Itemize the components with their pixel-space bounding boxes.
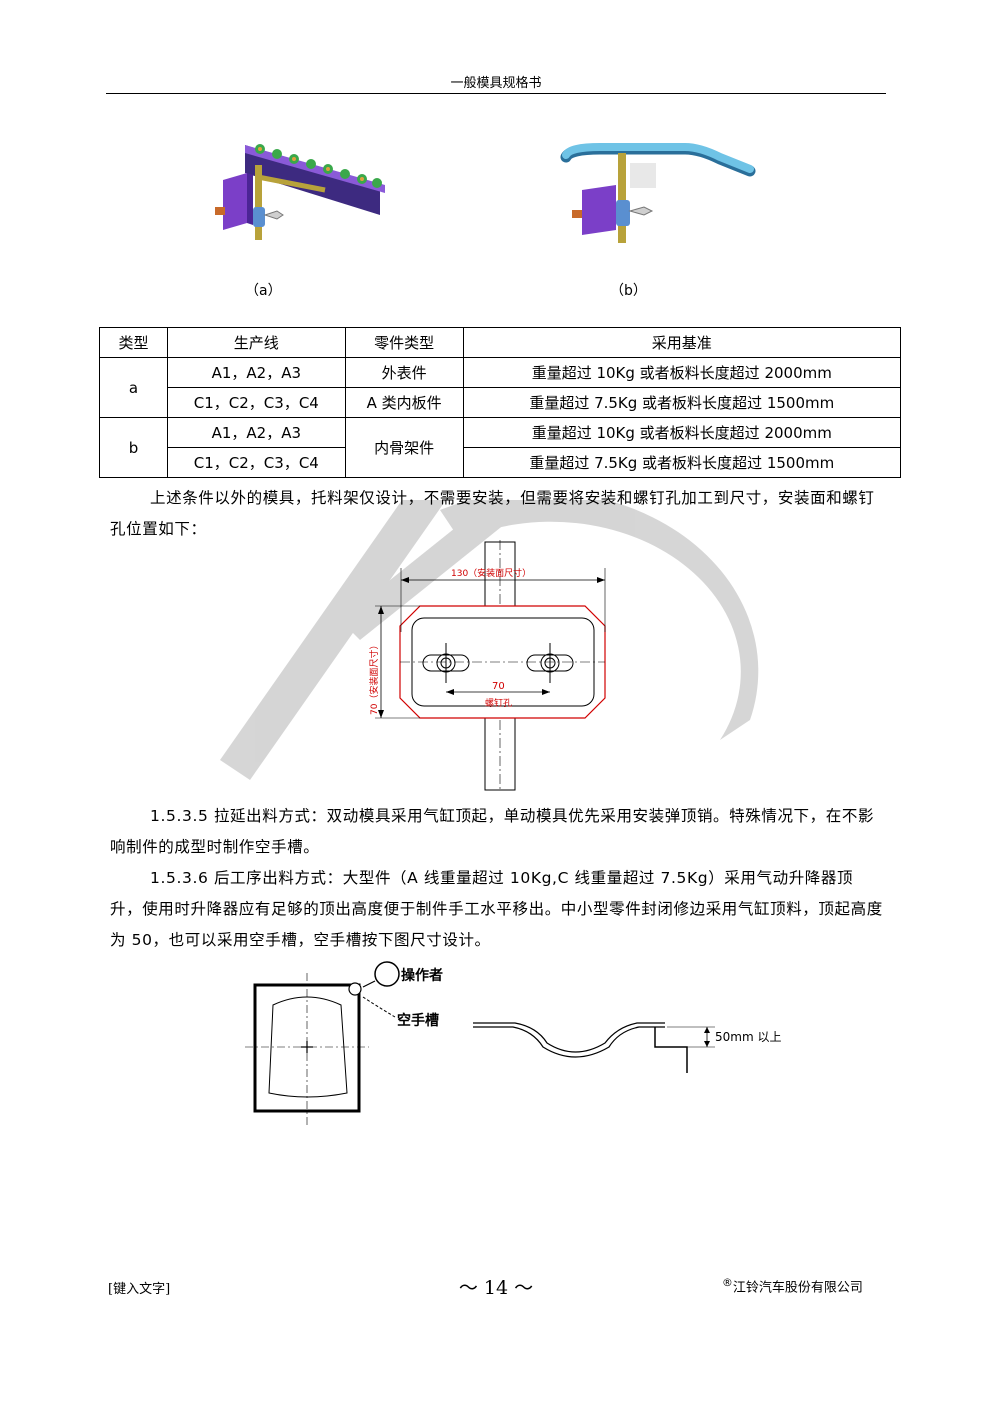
table-header-row: 类型 生产线 零件类型 采用基准 <box>99 327 902 358</box>
basis-cell: 重量超过 10Kg 或者板料长度超过 2000mm <box>462 417 902 448</box>
operator-label: 操作者 <box>401 967 443 984</box>
depth-label: 50mm 以上 <box>715 1030 781 1044</box>
header-rule <box>106 93 886 94</box>
paragraph-1-5-3-5: 1.5.3.5 拉延出料方式：双动模具采用气缸顶起，单动模具优先采用安装弹顶销。… <box>110 807 875 856</box>
line-cell: A1，A2，A3 <box>166 417 346 448</box>
table-row: C1，C2，C3，C4 重量超过 7.5Kg 或者板料长度超过 1500mm <box>100 447 902 478</box>
fixture-b-illustration <box>560 143 756 243</box>
page-header-title: 一般模具规格书 <box>450 76 542 91</box>
width-dimension-label: 130（安装面尺寸） <box>451 567 531 579</box>
registered-mark: ® <box>722 1276 733 1289</box>
table-header-cell: 零件类型 <box>344 327 464 358</box>
table-header-cell: 类型 <box>99 327 168 358</box>
fixture-a-illustration <box>215 144 385 240</box>
benchmark-table: 类型 生产线 零件类型 采用基准 a A1，A2，A3 外表件 重量超过 10K… <box>99 327 902 478</box>
basis-cell: 重量超过 7.5Kg 或者板料长度超过 1500mm <box>462 447 902 478</box>
mounting-face-drawing: 130（安装面尺寸） 70（安装面尺寸） 70 螺钉孔 <box>368 540 606 792</box>
hand-slot-drawing: 操作者 空手槽 50mm 以上 <box>245 961 781 1125</box>
table-row: C1，C2，C3，C4 A 类内板件 重量超过 7.5Kg 或者板料长度超过 1… <box>100 387 902 418</box>
line-cell: C1，C2，C3，C4 <box>166 387 346 418</box>
basis-cell: 重量超过 7.5Kg 或者板料长度超过 1500mm <box>462 387 902 418</box>
table-header-cell: 采用基准 <box>462 327 902 358</box>
height-dimension-label: 70（安装面尺寸） <box>368 641 380 715</box>
part-type-cell: 外表件 <box>344 357 464 388</box>
hole-spacing-label: 70 <box>492 681 505 692</box>
paragraph-mounting: 上述条件以外的模具，托料架仅设计，不需要安装，但需要将安装和螺钉孔加工到尺寸，安… <box>110 489 875 538</box>
footer-company: ®江铃汽车股份有限公司 <box>722 1276 863 1295</box>
type-cell: b <box>99 417 168 478</box>
type-cell: a <box>99 357 168 418</box>
page-number: ～ 14 ～ <box>458 1277 534 1299</box>
part-type-cell: 内骨架件 <box>344 417 464 478</box>
footer-left-text: [键入文字] <box>108 1282 171 1297</box>
slot-label: 空手槽 <box>397 1012 439 1029</box>
line-cell: C1，C2，C3，C4 <box>166 447 346 478</box>
part-type-cell: A 类内板件 <box>344 387 464 418</box>
table-row: a A1，A2，A3 外表件 重量超过 10Kg 或者板料长度超过 2000mm <box>99 357 902 418</box>
paragraph-1-5-3-6: 1.5.3.6 后工序出料方式：大型件（A 线重量超过 10Kg,C 线重量超过… <box>110 869 883 949</box>
table-row: b A1，A2，A3 内骨架件 重量超过 10Kg 或者板料长度超过 2000m… <box>99 417 902 478</box>
hole-label: 螺钉孔 <box>485 698 512 709</box>
company-name: 江铃汽车股份有限公司 <box>732 1280 863 1296</box>
table-header-cell: 生产线 <box>166 327 346 358</box>
figure-caption-a: （a） <box>245 283 282 299</box>
line-cell: A1，A2，A3 <box>166 357 346 388</box>
figure-caption-b: （b） <box>610 283 647 299</box>
basis-cell: 重量超过 10Kg 或者板料长度超过 2000mm <box>462 357 902 388</box>
